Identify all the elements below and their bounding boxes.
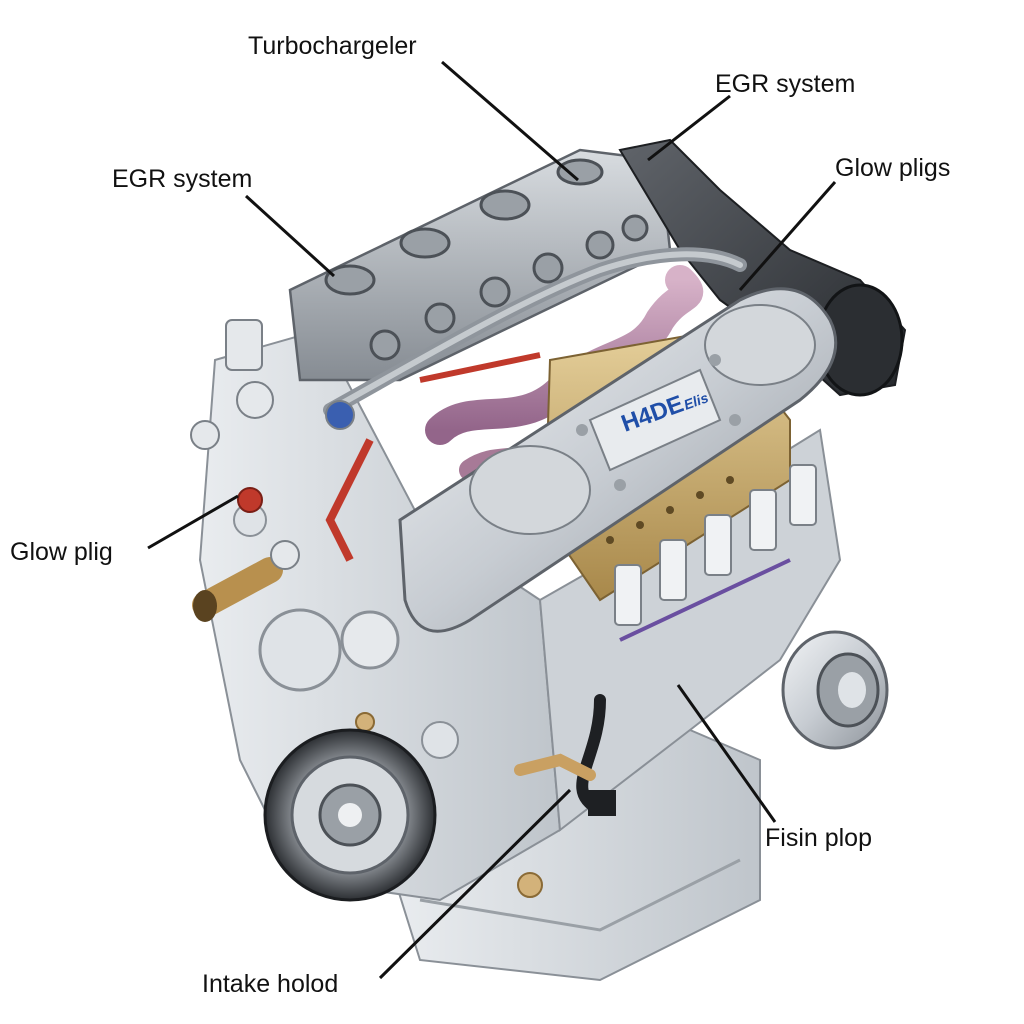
manifold-end-left bbox=[469, 445, 591, 535]
label-fuel-pump: Fisin plop bbox=[765, 824, 872, 852]
cam-ports bbox=[324, 158, 649, 361]
label-egr-system-left: EGR system bbox=[112, 165, 253, 193]
leader-egr-left bbox=[244, 194, 336, 278]
timing-cover-boss bbox=[258, 608, 342, 692]
red-pipe bbox=[325, 438, 374, 562]
badge-plate bbox=[588, 368, 722, 472]
leader-glow-plug bbox=[147, 494, 239, 550]
leader-fuel-pump bbox=[676, 684, 777, 823]
leader-egr-right bbox=[647, 94, 731, 162]
manifold-end-right bbox=[704, 304, 816, 386]
leader-lines bbox=[147, 60, 837, 980]
leader-intake-manifold bbox=[378, 788, 572, 980]
crank-pulley bbox=[263, 728, 437, 902]
label-glow-plug: Glow plig bbox=[10, 538, 113, 566]
glow-plug-fitting bbox=[192, 487, 300, 622]
injectors bbox=[614, 464, 817, 626]
leader-glow-plugs bbox=[738, 181, 837, 291]
label-egr-system-right: EGR system bbox=[715, 70, 856, 98]
fuel-pump-pulley bbox=[781, 630, 889, 750]
label-intake-manifold: Intake holod bbox=[202, 970, 339, 998]
label-glow-plugs: Glow pligs bbox=[835, 154, 951, 182]
oil-pan-ridge bbox=[419, 858, 741, 932]
leader-turbocharger bbox=[441, 60, 579, 182]
brass-fitting bbox=[514, 753, 596, 781]
sensor-fittings bbox=[190, 319, 355, 450]
timing-cover-boss-2 bbox=[340, 610, 400, 670]
label-turbocharger: Turbochargeler bbox=[248, 32, 417, 60]
